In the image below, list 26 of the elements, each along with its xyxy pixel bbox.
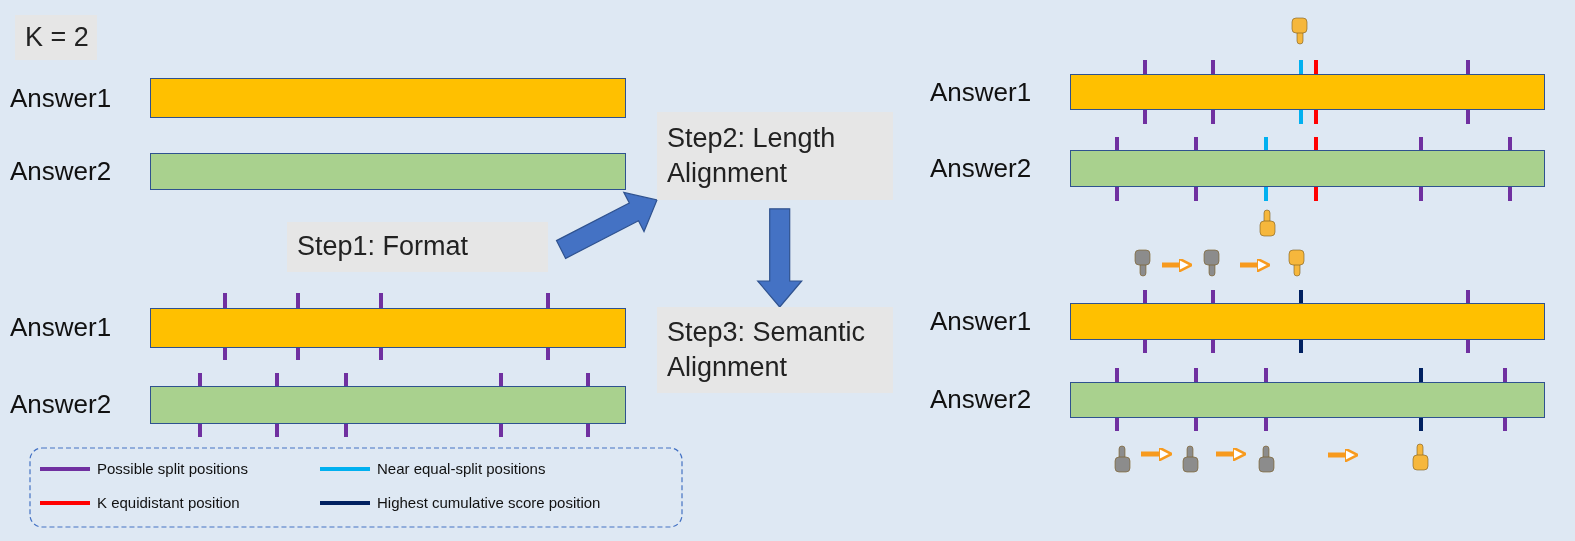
row-label: Answer1 xyxy=(10,312,112,343)
answer-bar xyxy=(1070,74,1545,110)
row-label: Answer1 xyxy=(930,306,1032,337)
answer-bar xyxy=(150,78,626,118)
answer-bar xyxy=(1070,382,1545,418)
row-label: Answer2 xyxy=(10,389,112,420)
answer-bar xyxy=(150,153,626,190)
legend-label: Highest cumulative score position xyxy=(377,494,601,511)
answer-bar xyxy=(150,386,626,424)
block-arrow xyxy=(756,208,803,308)
legend-label: Possible split positions xyxy=(97,460,248,477)
row-label: Answer1 xyxy=(930,77,1032,108)
step-box: Step3: Semantic Alignment xyxy=(657,307,893,393)
row-label: Answer1 xyxy=(10,83,112,114)
row-label: Answer2 xyxy=(10,156,112,187)
row-label: Answer2 xyxy=(930,384,1032,415)
answer-bar xyxy=(1070,303,1545,340)
legend-label: K equidistant position xyxy=(97,494,240,511)
row-label: Answer2 xyxy=(930,153,1032,184)
legend-label: Near equal-split positions xyxy=(377,460,546,477)
parameter-box: K = 2 xyxy=(15,15,97,60)
answer-bar xyxy=(150,308,626,348)
step-box: Step2: Length Alignment xyxy=(657,112,893,200)
step-box: Step1: Format xyxy=(287,222,548,272)
block-arrow xyxy=(555,191,658,260)
answer-bar xyxy=(1070,150,1545,187)
